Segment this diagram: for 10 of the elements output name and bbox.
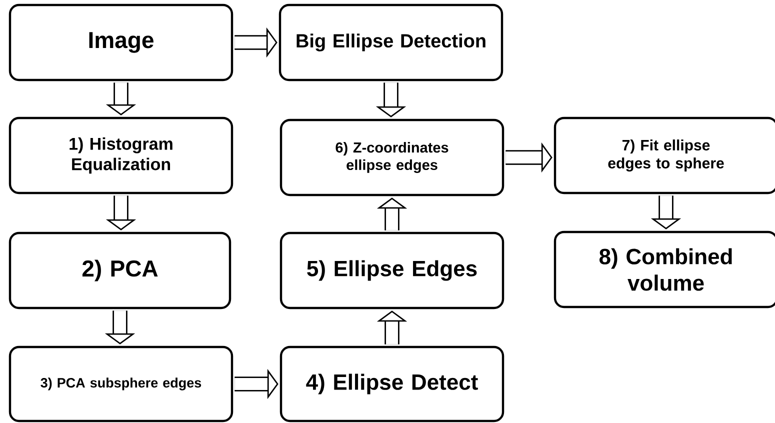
process-box: 5) Ellipse Edges (280, 232, 504, 310)
process-box: 1) Histogram Equalization (8, 116, 234, 194)
process-box: 8) Combined volume (554, 230, 775, 308)
process-box: 3) PCA subsphere edges (8, 346, 234, 422)
process-box: 2) PCA (8, 232, 232, 310)
process-box: Big Ellipse Detection (278, 4, 504, 82)
process-box: 4) Ellipse Detect (280, 346, 504, 422)
process-box: 7) Fit ellipse edges to sphere (554, 116, 775, 194)
process-box: 6) Z-coordinates ellipse edges (280, 118, 504, 196)
process-box: Image (8, 4, 234, 82)
